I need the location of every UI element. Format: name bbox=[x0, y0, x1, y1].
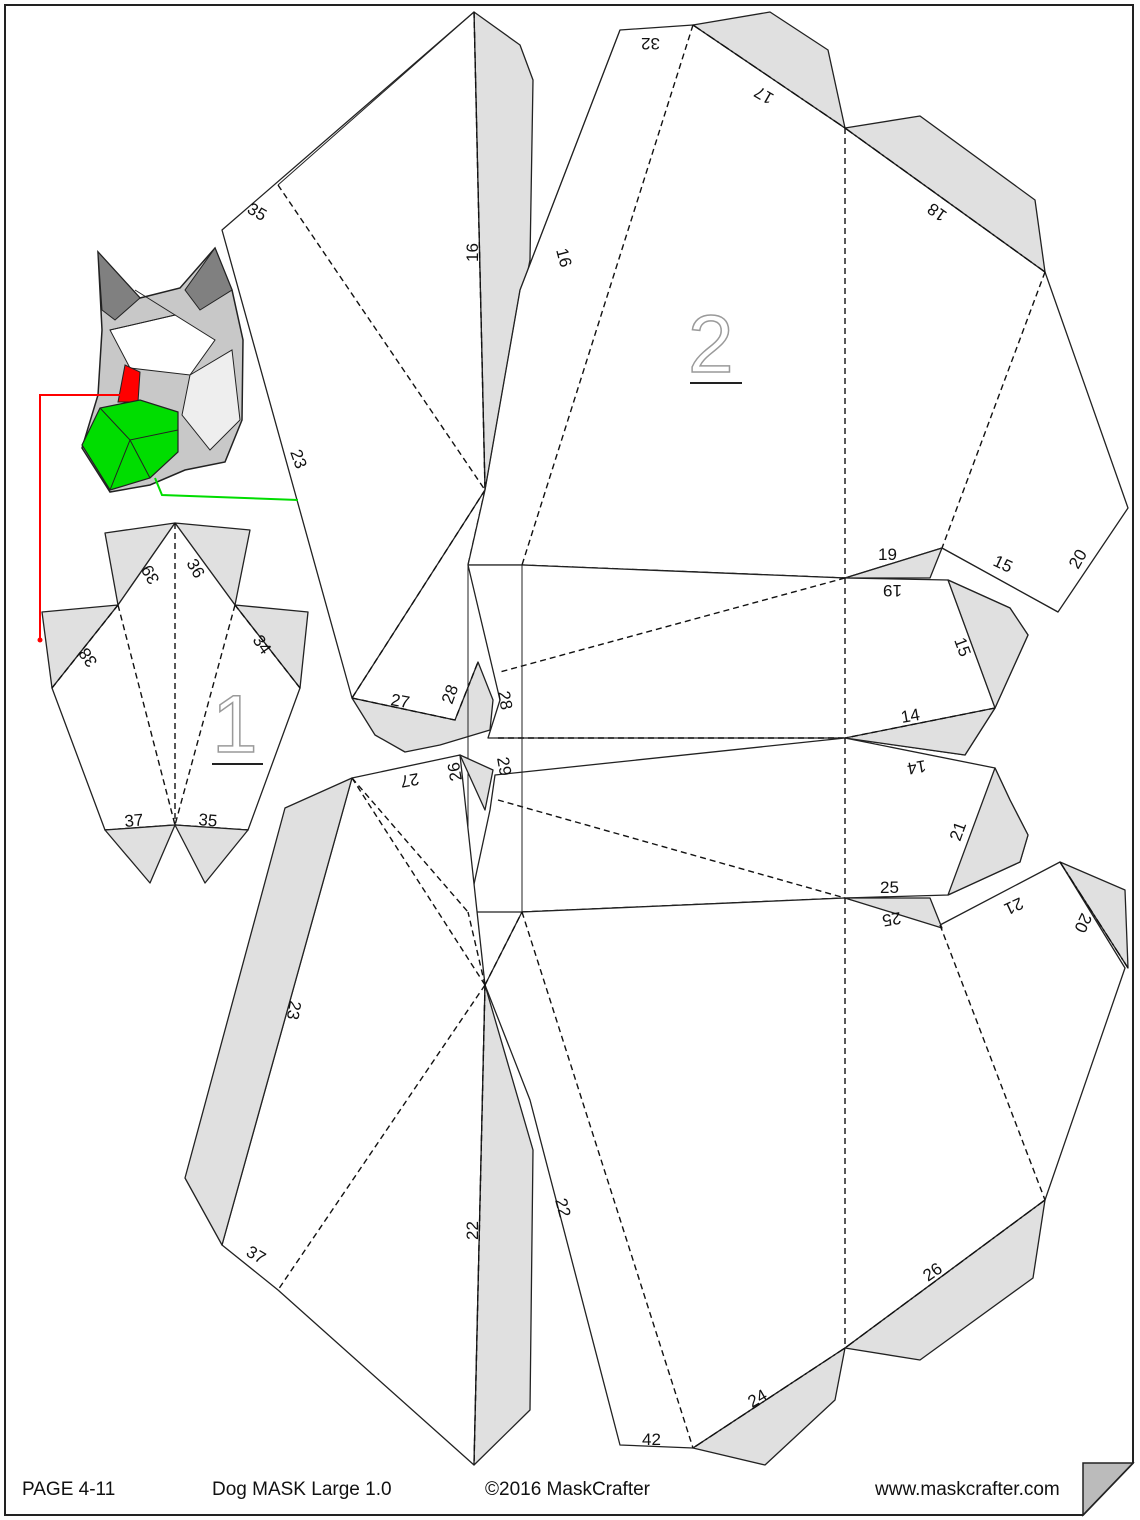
edge-label: 27 bbox=[399, 769, 421, 791]
edge-label: 19 bbox=[878, 545, 897, 564]
middle-band-panel bbox=[467, 564, 1029, 913]
edge-label: 28 bbox=[494, 689, 516, 711]
page-corner-fold-icon bbox=[1082, 1462, 1135, 1517]
upper-center-panel bbox=[467, 11, 1129, 613]
edge-label: 32 bbox=[641, 34, 660, 53]
edge-label: 27 bbox=[389, 690, 411, 712]
edge-label: 16 bbox=[463, 243, 482, 262]
part-number-1: 1 bbox=[212, 679, 258, 770]
edge-label: 26 bbox=[444, 761, 466, 783]
edge-label: 25 bbox=[881, 908, 903, 930]
edge-label: 22 bbox=[463, 1221, 482, 1240]
footer-website-link[interactable]: www.maskcrafter.com bbox=[874, 1479, 1060, 1500]
edge-label: 29 bbox=[493, 755, 515, 777]
edge-label: 22 bbox=[551, 1196, 574, 1219]
lower-center-panel bbox=[484, 861, 1129, 1466]
edge-label: 35 bbox=[198, 810, 219, 831]
edge-label: 16 bbox=[552, 246, 575, 269]
part-number-2: 2 bbox=[688, 299, 734, 390]
edge-label: 19 bbox=[883, 581, 902, 600]
right-upper-wing bbox=[941, 547, 1059, 613]
edge-label: 14 bbox=[899, 705, 921, 727]
edge-label: 14 bbox=[906, 756, 928, 778]
edge-label: 37 bbox=[124, 810, 145, 831]
part-1-piece bbox=[41, 522, 309, 884]
footer-page-number: PAGE 4-11 bbox=[22, 1479, 115, 1500]
edge-label: 42 bbox=[642, 1430, 661, 1449]
dog-mask-preview-icon bbox=[37, 246, 299, 643]
edge-label: 25 bbox=[880, 878, 899, 897]
footer-copyright: ©2016 MaskCrafter bbox=[485, 1479, 651, 1500]
edge-label: 23 bbox=[283, 999, 305, 1021]
footer-title: Dog MASK Large 1.0 bbox=[212, 1479, 392, 1500]
lower-left-panel bbox=[184, 754, 534, 1466]
